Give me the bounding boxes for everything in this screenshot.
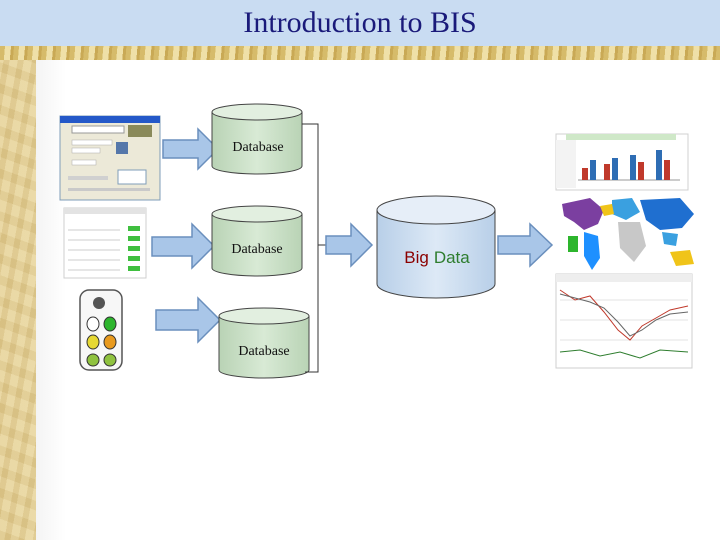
database-label: Database: [238, 344, 289, 359]
world-map-thumbnail: [562, 198, 694, 270]
input-arrow: [162, 127, 220, 171]
bar-chart-thumbnail: [555, 133, 689, 191]
form-screenshot-thumbnail: [59, 115, 161, 201]
database-cylinder: [218, 307, 310, 379]
title-band: [0, 0, 720, 46]
input-arrow: [151, 222, 216, 270]
stock-chart-thumbnail: [555, 273, 693, 369]
database-label: Database: [231, 242, 282, 257]
slide-title: Introduction to BIS: [243, 6, 477, 39]
big-data-label: Big Data: [404, 248, 470, 267]
output-arrow: [497, 222, 554, 268]
data-word: Data: [434, 248, 470, 267]
big-data-cylinder: [376, 195, 496, 299]
database-cylinder: [211, 205, 303, 277]
database-cylinder: [211, 103, 303, 175]
decorative-band: [0, 46, 720, 60]
input-arrow: [155, 296, 222, 344]
bracket-connector: [302, 123, 326, 373]
grid-screenshot-thumbnail: [63, 207, 147, 279]
big-word: Big: [404, 248, 429, 267]
sensor-device-icon: [79, 289, 123, 371]
database-label: Database: [232, 140, 283, 155]
merge-arrow: [325, 222, 374, 268]
